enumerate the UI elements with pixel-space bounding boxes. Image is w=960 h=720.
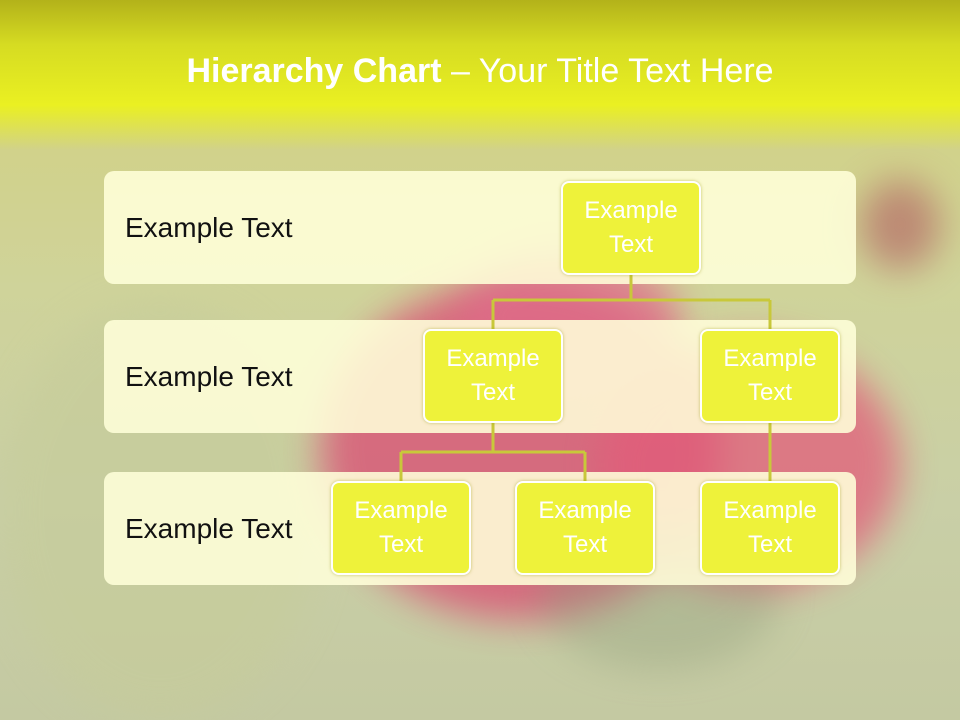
node-level2-left[interactable]: Example Text: [423, 329, 563, 423]
node-level3-c[interactable]: Example Text: [700, 481, 840, 575]
level-label-1: Example Text: [125, 212, 293, 243]
title-rest: – Your Title Text Here: [441, 52, 774, 90]
title-bold: Hierarchy Chart: [186, 52, 442, 90]
node-level3-b[interactable]: Example Text: [515, 481, 655, 575]
node-level2-right-label: Example Text: [723, 345, 817, 406]
slide-title: Hierarchy Chart – Your Title Text Here: [0, 52, 960, 91]
node-level2-right[interactable]: Example Text: [700, 329, 840, 423]
node-level3-a[interactable]: Example Text: [331, 481, 471, 575]
node-level3-a-label: Example Text: [354, 497, 448, 558]
node-root-label: Example Text: [584, 197, 678, 258]
title-banner: [0, 0, 960, 150]
level-label-3: Example Text: [125, 513, 293, 544]
level-band-1: Example Text: [104, 171, 856, 284]
node-level3-c-label: Example Text: [723, 497, 817, 558]
node-root[interactable]: Example Text: [561, 181, 701, 275]
node-level3-b-label: Example Text: [538, 497, 632, 558]
node-level2-left-label: Example Text: [446, 345, 540, 406]
level-label-2: Example Text: [125, 361, 293, 392]
